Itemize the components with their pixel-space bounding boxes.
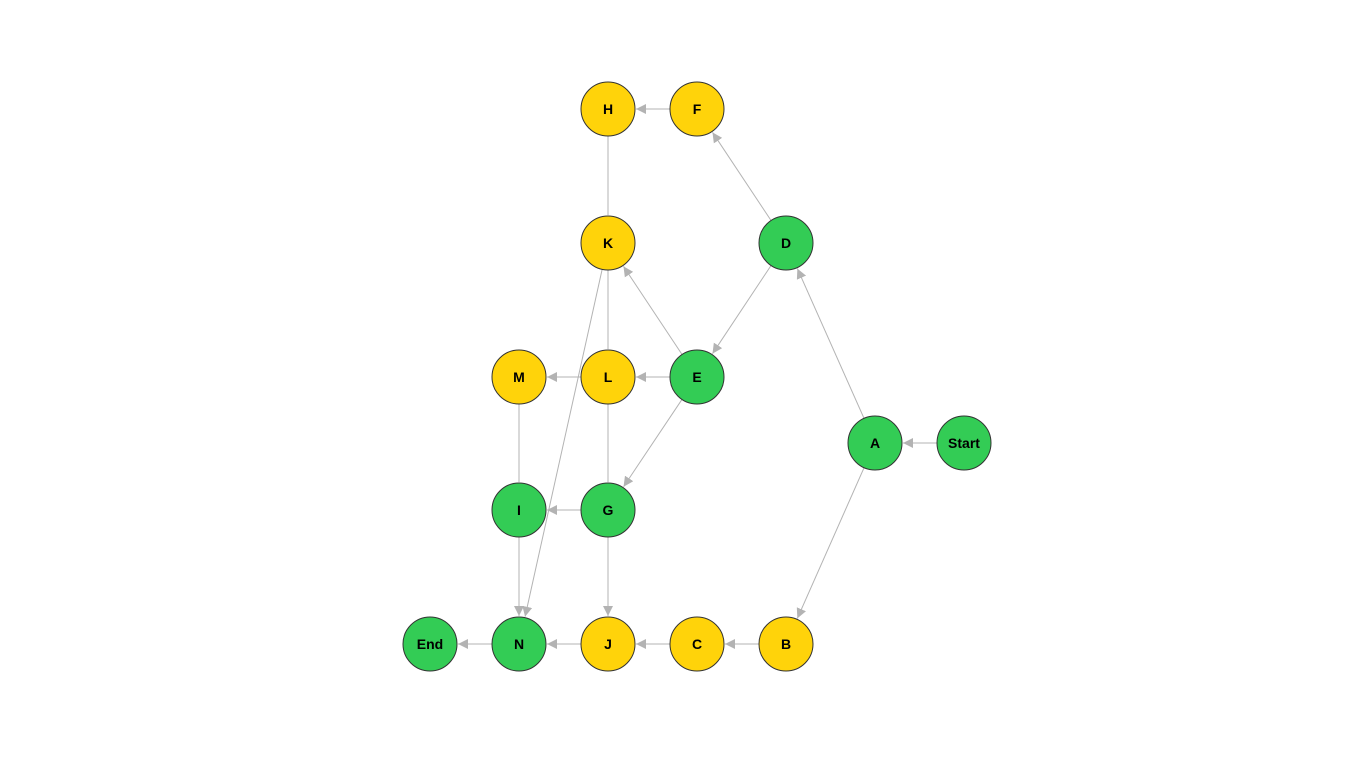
node-circle-m [491, 349, 547, 405]
node-circle-d [758, 215, 814, 271]
node-circle-h [580, 81, 636, 137]
node-d: D [758, 215, 814, 271]
node-label-i: I [517, 502, 521, 518]
node-label-n: N [514, 636, 524, 652]
node-circle-l [580, 349, 636, 405]
node-label-e: E [692, 369, 701, 385]
node-label-d: D [781, 235, 791, 251]
node-circle-a [847, 415, 903, 471]
node-label-j: J [604, 636, 612, 652]
node-label-start: Start [948, 435, 980, 451]
node-circle-start [936, 415, 992, 471]
edges-layer [458, 104, 937, 649]
node-end: End [402, 616, 458, 672]
node-l: L [580, 349, 636, 405]
edge-a-to-d [796, 268, 865, 419]
node-label-h: H [603, 101, 613, 117]
node-e: E [669, 349, 725, 405]
node-label-g: G [603, 502, 614, 518]
node-circle-b [758, 616, 814, 672]
node-label-m: M [513, 369, 525, 385]
edge-d-to-e [712, 265, 772, 354]
node-circle-end [402, 616, 458, 672]
edge-d-to-f [712, 132, 772, 221]
node-label-f: F [693, 101, 702, 117]
node-circle-k [580, 215, 636, 271]
node-label-k: K [603, 235, 613, 251]
node-j: J [580, 616, 636, 672]
edge-k-to-n [522, 269, 603, 617]
node-m: M [491, 349, 547, 405]
node-label-c: C [692, 636, 702, 652]
node-g: G [580, 482, 636, 538]
node-b: B [758, 616, 814, 672]
node-label-b: B [781, 636, 791, 652]
node-circle-j [580, 616, 636, 672]
node-f: F [669, 81, 725, 137]
node-label-end: End [417, 636, 443, 652]
node-circle-g [580, 482, 636, 538]
node-a: A [847, 415, 903, 471]
node-h: H [580, 81, 636, 137]
node-i: I [491, 482, 547, 538]
node-label-a: A [870, 435, 880, 451]
node-k: K [580, 215, 636, 271]
node-circle-n [491, 616, 547, 672]
node-circle-i [491, 482, 547, 538]
edge-e-to-k [623, 266, 683, 355]
edge-a-to-b [796, 467, 865, 619]
node-start: Start [936, 415, 992, 471]
edge-e-to-g [623, 399, 683, 488]
node-label-l: L [604, 369, 613, 385]
nodes-layer: Start A B C D E F G H I J K L M N End [402, 81, 992, 672]
node-n: N [491, 616, 547, 672]
node-circle-f [669, 81, 725, 137]
node-circle-c [669, 616, 725, 672]
node-circle-e [669, 349, 725, 405]
node-c: C [669, 616, 725, 672]
